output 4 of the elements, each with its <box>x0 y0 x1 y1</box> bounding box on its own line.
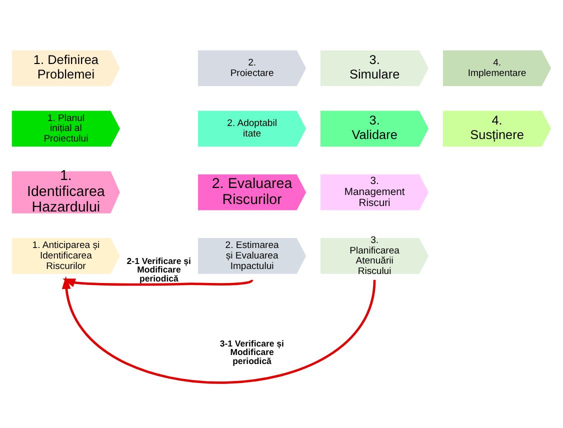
edge-label: 2-1 Verificare și Modificare periodică <box>126 256 191 284</box>
edge-label: 3-1 Verificare și Modificare periodică <box>220 338 284 366</box>
arrow <box>62 276 376 384</box>
arrow <box>62 278 254 288</box>
